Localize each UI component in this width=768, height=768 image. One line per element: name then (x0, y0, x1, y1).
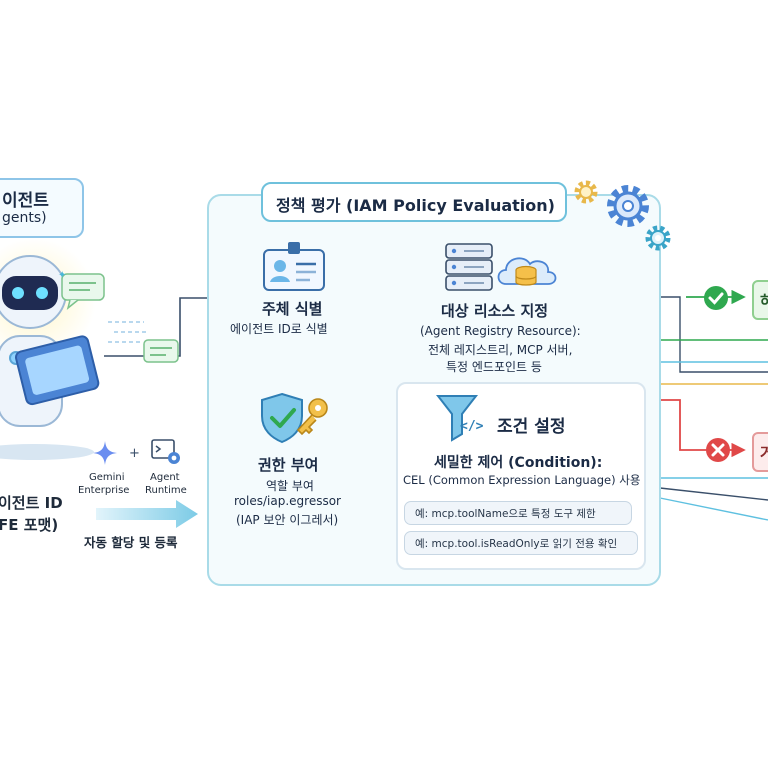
condition-example-1: 예: mcp.toolName으로 특정 도구 제한 (404, 501, 632, 525)
agent-runtime-icon (151, 439, 180, 464)
grant-title: 권한 부여 (258, 456, 319, 474)
subject-desc: 에이전트 ID로 식별 (230, 322, 328, 336)
policy-title-box: 정책 평가 (IAM Policy Evaluation) (261, 182, 567, 222)
deny-result-text: 거 (760, 444, 768, 462)
resource-line1: (Agent Registry Resource): (420, 324, 581, 338)
resource-title: 대상 리소스 지정 (441, 302, 549, 320)
condition-subtitle: 세밀한 제어 (Condition): (434, 455, 603, 471)
id-card-icon (263, 242, 325, 291)
shield-key-icon (261, 392, 328, 444)
robot-icon (0, 240, 100, 460)
runtime-label-2: Runtime (145, 485, 187, 496)
subject-title: 주체 식별 (262, 300, 323, 318)
svg-text:</>: </> (460, 419, 484, 434)
allow-result-text: 허 (760, 292, 768, 310)
condition-title: 조건 설정 (497, 417, 566, 437)
resource-line3: 특정 엔드포인트 등 (446, 360, 542, 374)
agent-title-box: 이전트 gents) (0, 178, 84, 238)
grant-line3: (IAP 보안 이그레서) (236, 513, 339, 527)
runtime-label-1: Agent (150, 472, 180, 483)
agent-subtitle: gents) (2, 210, 47, 226)
speed-lines (108, 321, 148, 343)
server-database-icon (445, 243, 557, 291)
condition-desc: CEL (Common Expression Language) 사용 (403, 473, 641, 487)
filter-funnel-icon: </> (436, 395, 484, 442)
condition-example-2-text: 예: mcp.tool.isReadOnly로 읽기 전용 확인 (415, 538, 618, 550)
gear-icon (574, 180, 671, 251)
chat-bubble-icon: ✦ (58, 270, 105, 310)
agent-id-format: FE 포맷) (0, 516, 59, 534)
agent-id-label: 이전트 ID (0, 494, 63, 512)
gemini-label-1: Gemini (89, 472, 125, 483)
allow-result-box: 허 (752, 280, 768, 320)
gemini-label-2: Enterprise (78, 485, 130, 496)
condition-example-1-text: 예: mcp.toolName으로 특정 도구 제한 (415, 508, 596, 520)
resource-line2: 전체 레지스트리, MCP 서버, (428, 343, 573, 357)
plus-sign: + (129, 446, 140, 461)
condition-example-2: 예: mcp.tool.isReadOnly로 읽기 전용 확인 (404, 531, 638, 555)
chat-bubble-small-icon (143, 339, 179, 363)
gemini-star-icon (93, 441, 117, 465)
grant-line1: 역할 부여 (266, 479, 314, 493)
svg-text:✦: ✦ (58, 270, 66, 281)
agent-title: 이전트 (2, 191, 49, 211)
check-circle-icon (704, 286, 728, 310)
deny-result-box: 거 (752, 432, 768, 472)
auto-assign-label: 자동 할당 및 등록 (84, 535, 178, 550)
x-circle-icon (706, 438, 730, 462)
policy-title: 정책 평가 (IAM Policy Evaluation) (276, 196, 555, 215)
grant-line2: roles/iap.egressor (234, 494, 341, 508)
